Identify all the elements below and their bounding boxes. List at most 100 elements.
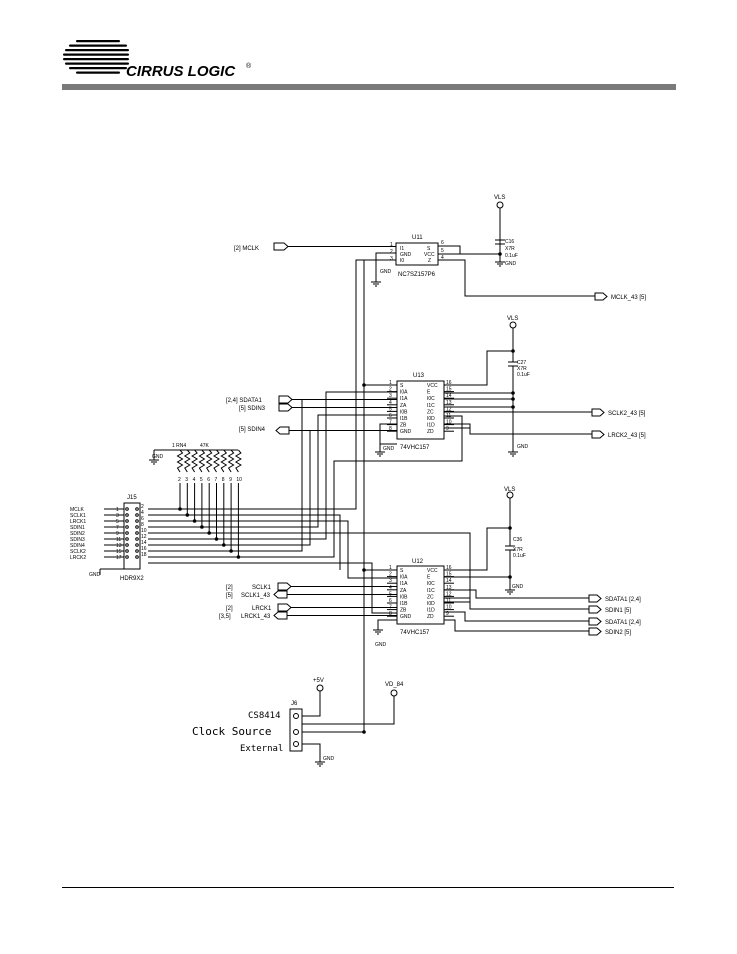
sdin2-out-label: SDIN2 [5] [605,630,631,636]
j15-pin-even: 18 [141,552,147,558]
p5v-symbol [316,684,324,692]
j6-label-cs8414: CS8414 [248,711,281,721]
u11-num-4: 4 [441,255,444,261]
u12-num-left: 6 [389,598,392,604]
vd84-symbol [390,689,398,697]
j15-signal: LRCK1 [70,519,86,525]
u13-pin-right: VCC [427,383,438,389]
u13-pin-right: ZD [427,429,434,435]
rn4-resistor [176,449,184,473]
lrck1-43-label: LRCK1_43 [241,614,271,620]
c36-ref: C36 [513,537,522,543]
u12-pin-right: E [427,575,431,581]
u13-pin-left: I0A [400,390,408,396]
u12-num-right: 9 [446,611,449,617]
c16-ref: C16 [505,239,514,245]
u12-num-left: 4 [389,585,392,591]
j15-signal: LRCK2 [70,555,86,561]
sdin1-out-label: SDIN1 [5] [605,608,631,614]
c27-type: X7R [517,366,527,372]
u13-gnd-label: GND [517,444,529,450]
u11-num-6: 6 [441,240,444,246]
vd84-label: VD_84 [385,682,404,688]
j15-gnd: GND [89,572,101,578]
header-bar [62,84,676,90]
rn4-ref: 1 RN4 [172,443,186,449]
sclk1-43-port [273,590,288,599]
sclk1-port [277,582,292,591]
sdata1-out2-label: SDATA1 [2,4] [605,620,641,626]
sdin1-out-port [588,605,602,614]
rn4-pin: 10 [236,477,242,483]
sclk1-label: SCLK1 [252,585,272,591]
j15-pin-odd: 5 [116,519,119,525]
j15-signal: SCLK1 [70,513,86,519]
u13-num-left: 7 [389,420,392,426]
u11-num-5: 5 [441,248,444,254]
sdata1-out-port [588,594,602,603]
u11-mux: U11 NC7SZ157P6 I1 GND I0 S VCC Z 1 2 3 6… [390,235,444,278]
lrck1-port [277,603,292,612]
u11-num-2: 2 [390,249,393,255]
u13-pin-right: E [427,390,431,396]
u13-ref: U13 [413,373,425,379]
c36-type: X7R [513,547,523,553]
u13-num-right: 16 [446,380,452,386]
u12-num-right: 10 [446,605,452,611]
u13-num-right: 14 [446,393,452,399]
u11-pin-gnd: GND [400,252,412,258]
u12-mux: U12 74VHC157 [396,559,445,636]
j15-pin-even: 2 [141,504,144,510]
u12-pin-right: I0D [427,601,435,607]
rn4-resistor [198,449,206,473]
cirrus-logic-logo: CIRRUS LOGIC ® [62,36,262,87]
u12-body [396,565,445,625]
rn4-value: 47K [200,443,210,449]
lrck1-label: LRCK1 [252,606,272,612]
u11-pin-vcc: VCC [424,252,435,258]
c27-value: 0.1uF [517,372,530,378]
lrck1-43-port [273,611,288,620]
u13-num-right: 13 [446,400,452,406]
j15-pin-odd: 13 [116,543,122,549]
u11-pin-i0: I0 [400,258,404,264]
logo-swirl-icon [63,40,129,74]
sdata1-out-label: SDATA1 [2,4] [605,597,641,603]
u12-gnd2: GND [375,642,387,648]
j15-pin-odd: 11 [116,537,121,543]
rn4-resistor [183,449,191,473]
j6-gnd: GND [323,756,335,762]
u12-pin-left: GND [400,614,412,620]
j15-pin-even: 8 [141,522,144,528]
mclk-in-label: [2] MCLK [234,246,259,252]
footer-rule [62,887,674,888]
sclk1-ref: [2] [226,585,233,591]
p5v-label: +5V [313,678,324,684]
u12-num-right: 11 [446,598,451,604]
c36-value: 0.1uF [513,553,526,559]
j15-signal: SDIN3 [70,537,85,543]
sclk1-43-label: SCLK1_43 [241,593,271,599]
registered-mark: ® [246,62,252,70]
rn4-resistor [227,449,235,473]
rn4-pin: 5 [200,477,203,483]
u13-num-right: 12 [446,406,452,412]
brand-name: CIRRUS LOGIC [126,63,236,80]
j15-pin-odd: 9 [116,531,119,537]
j15-part: HDR9X2 [120,576,144,582]
sdata1-in-port [278,395,293,404]
j15-pin-even: 10 [141,528,147,534]
u13-pin-left: I1A [400,396,408,402]
j6-pin2 [293,729,299,735]
sclk2-43-label: SCLK2_43 [5] [608,411,646,417]
u12-pin-right: I0C [427,581,435,587]
u11-num-3: 3 [390,256,393,262]
sdata1-in-label: [2,4] SDATA1 [226,398,262,404]
j15-header: J15 HDR9X2 [120,495,144,582]
u12-pin-left: I1A [400,581,408,587]
u13-pin-right: ZC [427,409,434,415]
mclk-43-port [594,292,608,301]
c16-gnd: GND [505,261,517,267]
u12-num-right: 14 [446,578,452,584]
